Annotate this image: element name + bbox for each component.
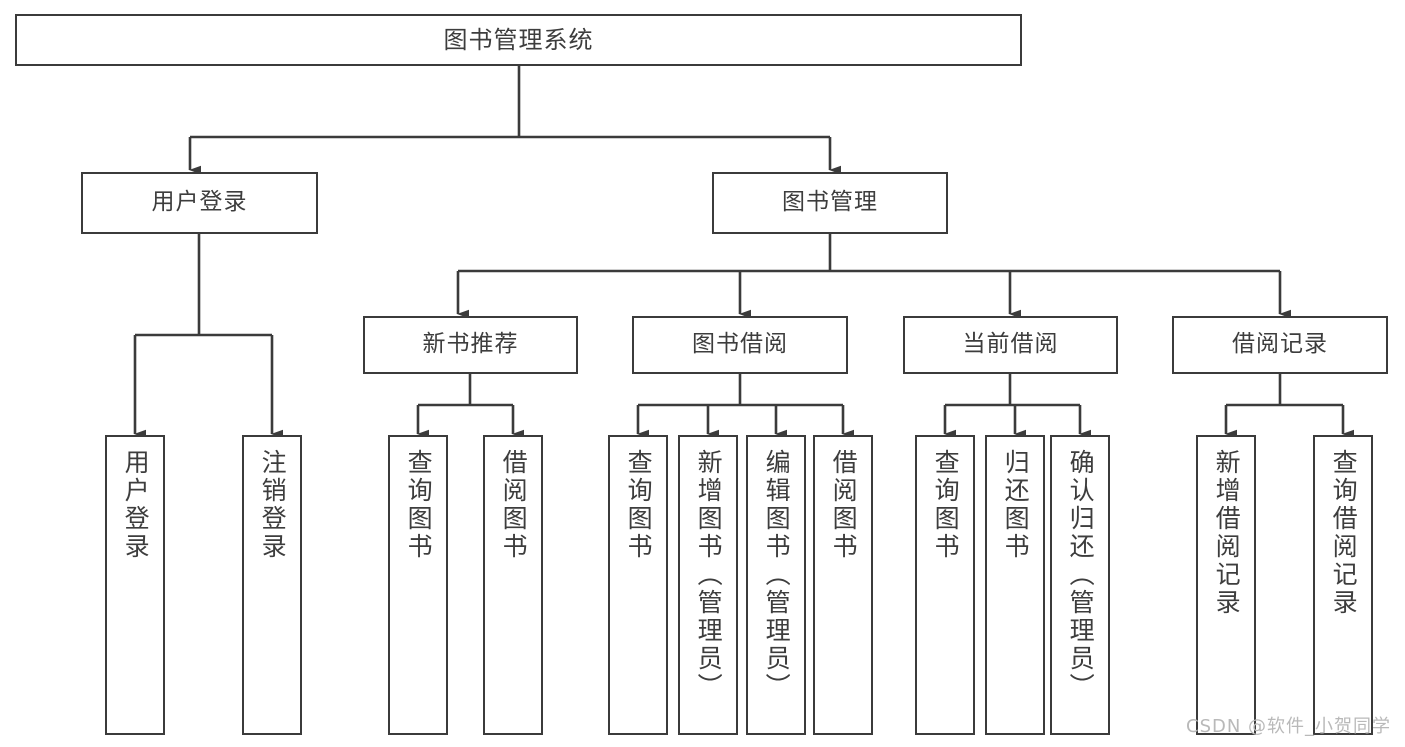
leaf-query-book-current[interactable]: 查询图书 [915, 435, 975, 735]
node-label: 用户登录 [121, 449, 151, 561]
node-root-system[interactable]: 图书管理系统 [15, 14, 1022, 66]
node-borrow-records[interactable]: 借阅记录 [1172, 316, 1388, 374]
node-book-management[interactable]: 图书管理 [712, 172, 948, 234]
leaf-user-login[interactable]: 用户登录 [105, 435, 165, 735]
node-label: 新增借阅记录 [1212, 449, 1242, 617]
node-label: 图书管理 [782, 189, 878, 216]
leaf-query-borrow-record[interactable]: 查询借阅记录 [1313, 435, 1373, 735]
leaf-borrow-book[interactable]: 借阅图书 [813, 435, 873, 735]
node-label: 借阅图书 [499, 449, 529, 561]
node-label: 借阅记录 [1232, 331, 1328, 358]
node-label: 注销登录 [258, 449, 288, 561]
node-new-book-recommend[interactable]: 新书推荐 [363, 316, 578, 374]
leaf-confirm-return-admin[interactable]: 确认归还（管理员） [1050, 435, 1110, 735]
node-label: 查询图书 [931, 449, 961, 561]
node-label: 当前借阅 [962, 331, 1059, 358]
leaf-add-book-admin[interactable]: 新增图书（管理员） [678, 435, 738, 735]
node-label: 借阅图书 [829, 449, 859, 561]
node-book-borrow[interactable]: 图书借阅 [632, 316, 848, 374]
node-label: 查询图书 [624, 449, 654, 561]
node-label: 查询借阅记录 [1329, 449, 1359, 617]
csdn-watermark: CSDN @软件_小贺同学 [1186, 716, 1392, 737]
node-label: 图书借阅 [692, 331, 788, 358]
node-label: 确认归还（管理员） [1066, 449, 1096, 701]
node-user-login[interactable]: 用户登录 [81, 172, 318, 234]
node-label: 用户登录 [151, 189, 248, 216]
leaf-add-borrow-record[interactable]: 新增借阅记录 [1196, 435, 1256, 735]
node-label: 新书推荐 [422, 331, 519, 358]
leaf-return-book[interactable]: 归还图书 [985, 435, 1045, 735]
leaf-query-book-borrow[interactable]: 查询图书 [608, 435, 668, 735]
node-label: 归还图书 [1001, 449, 1031, 561]
leaf-edit-book-admin[interactable]: 编辑图书（管理员） [746, 435, 806, 735]
leaf-query-book-newbook[interactable]: 查询图书 [388, 435, 448, 735]
node-label: 查询图书 [404, 449, 434, 561]
node-current-borrow[interactable]: 当前借阅 [903, 316, 1118, 374]
node-label: 图书管理系统 [443, 25, 594, 54]
node-label: 新增图书（管理员） [694, 449, 724, 701]
node-label: 编辑图书（管理员） [762, 449, 792, 701]
leaf-borrow-book-newbook[interactable]: 借阅图书 [483, 435, 543, 735]
leaf-logout[interactable]: 注销登录 [242, 435, 302, 735]
